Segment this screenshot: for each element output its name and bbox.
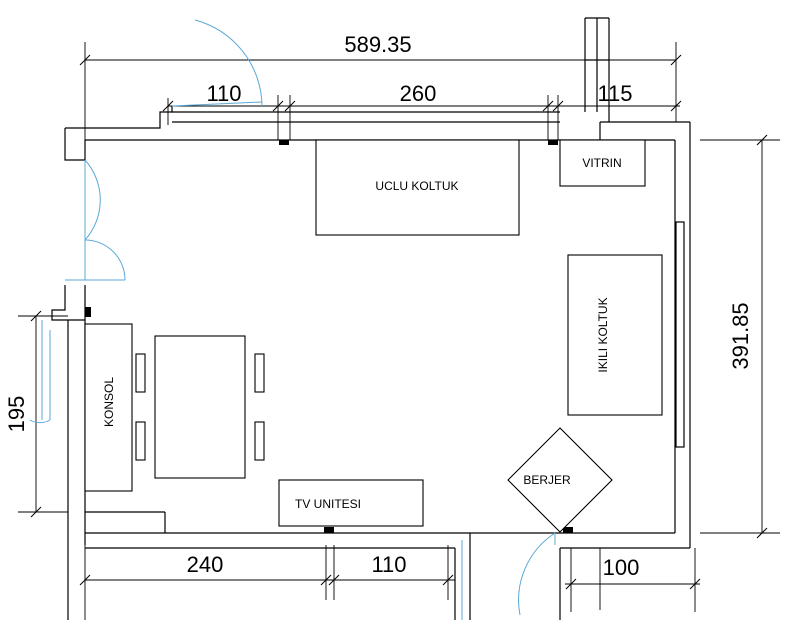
konsol [84, 323, 133, 492]
label-vitrin: VITRIN [582, 156, 621, 170]
vitrin [559, 139, 646, 187]
posts [85, 140, 573, 533]
label-uclu-koltuk: UCLU KOLTUK [375, 179, 458, 193]
chair-left-top [135, 353, 146, 393]
dim-bottom-mid: 110 [371, 552, 406, 577]
label-berjer: BERJER [523, 473, 571, 487]
dimension-lines [18, 42, 780, 620]
dim-top-mid: 260 [400, 81, 437, 106]
furniture [84, 139, 663, 533]
label-ikili-koltuk: IKILI KOLTUK [596, 297, 610, 372]
dim-bottom-left: 240 [187, 552, 224, 577]
door-top [171, 101, 263, 107]
chair-right-top [254, 353, 265, 393]
dim-bottom-right: 100 [603, 555, 640, 580]
uclu-koltuk [315, 139, 520, 236]
furniture-labels: UCLU KOLTUK VITRIN IKILI KOLTUK KONSOL T… [102, 156, 622, 511]
chair-left-bottom [135, 421, 146, 461]
label-konsol: KONSOL [102, 377, 116, 427]
dimension-labels: 589.35 110 260 115 391.85 195 240 110 10… [4, 32, 753, 580]
dim-top-right: 115 [597, 81, 632, 106]
dim-right-height: 391.85 [728, 302, 753, 369]
ikili-koltuk [567, 254, 663, 416]
openings [29, 19, 685, 620]
tv-unitesi [278, 479, 424, 527]
dim-left-height: 195 [4, 396, 29, 433]
dim-top-total: 589.35 [344, 32, 411, 57]
dining-table [154, 335, 246, 479]
label-tv-unitesi: TV UNITESI [295, 497, 361, 511]
dim-top-left: 110 [206, 81, 241, 106]
window-right [675, 221, 685, 448]
chair-right-bottom [254, 421, 265, 461]
berjer [507, 427, 613, 533]
